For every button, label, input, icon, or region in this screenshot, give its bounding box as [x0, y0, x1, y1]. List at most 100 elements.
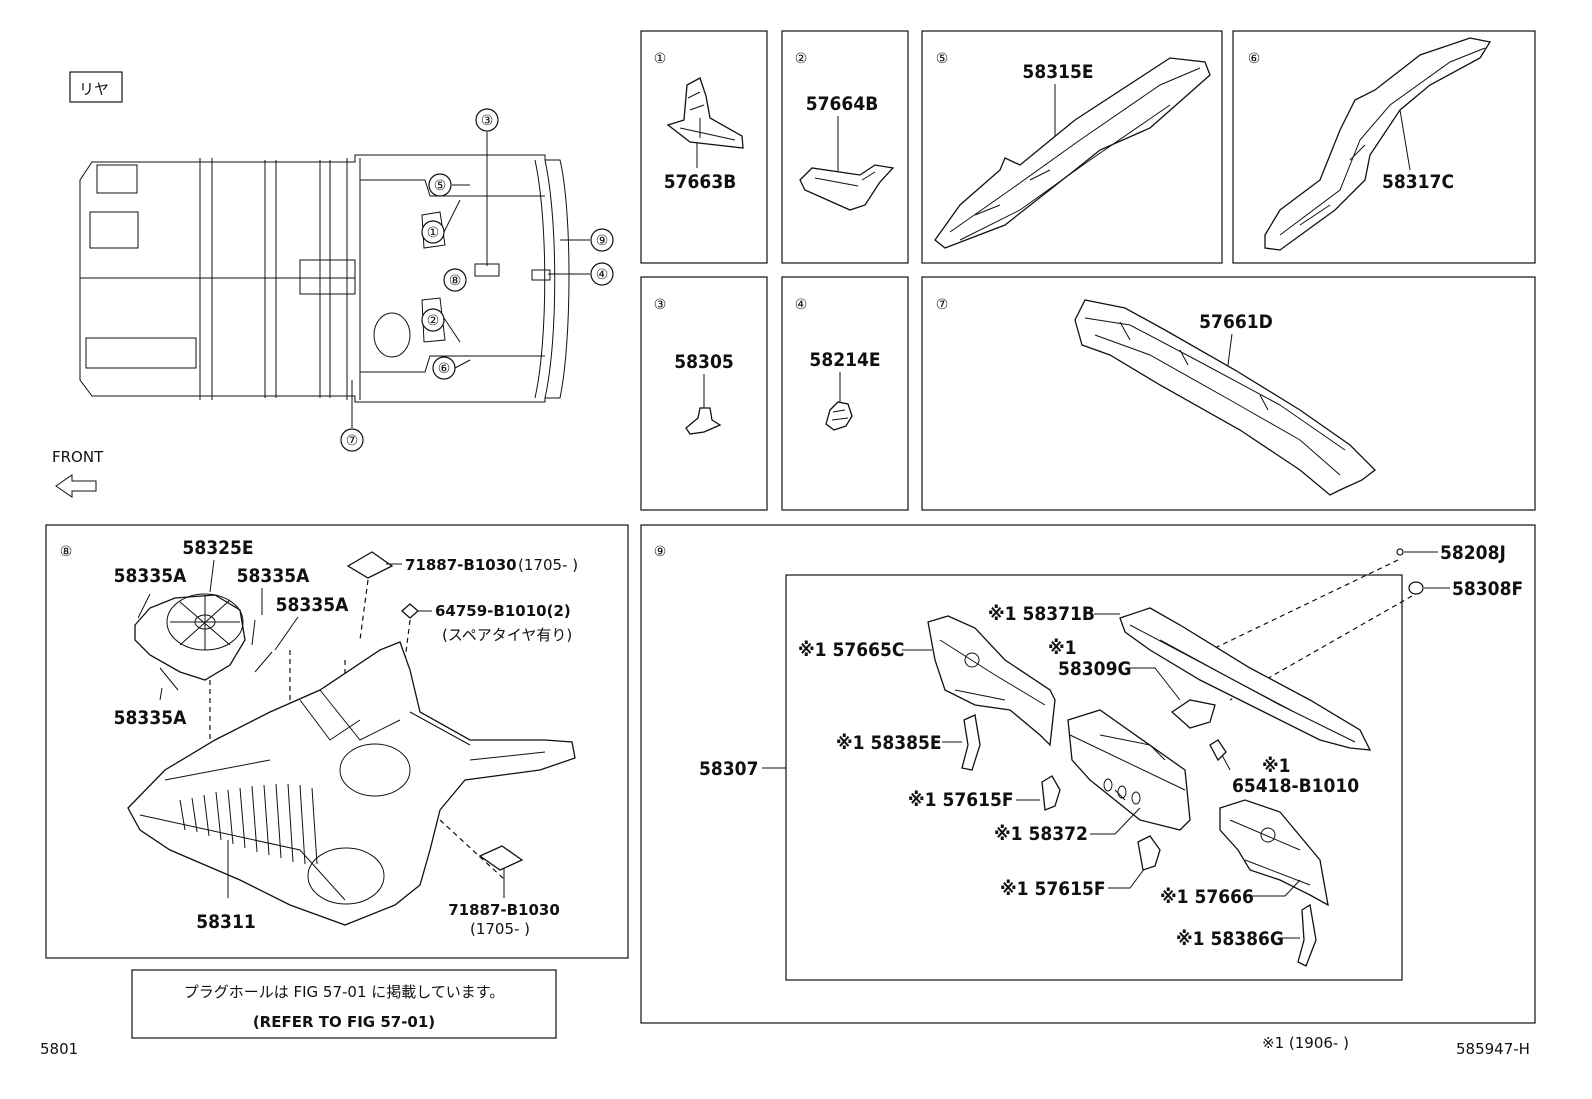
panel-8-marker: ⑧ [60, 544, 73, 560]
underbody-crossmember-3 [319, 160, 331, 398]
underbody-outline [79, 154, 570, 403]
part-58371B-detail [1129, 624, 1356, 743]
panel-9-marker: ⑨ [654, 544, 667, 560]
bolt-4-leader [159, 687, 163, 701]
panel-9: ⑨ 58208J 58308F ※1 58371B ※1 57665C ※1 5… [640, 524, 1536, 1024]
part-58317C-shape [1264, 37, 1492, 251]
part-58208J-label: 58208J [1440, 542, 1506, 564]
floor-center-plate [299, 259, 356, 295]
part-58372-label: ※1 58372 [994, 823, 1088, 845]
part-64759-note: (スペアタイヤ有り) [442, 626, 572, 644]
overview-callout-9: ⑨ [590, 228, 614, 252]
part-58208J-icon [1396, 548, 1404, 556]
floor-recess-1 [96, 164, 138, 194]
part-71887-bot-note: (1705- ) [470, 920, 530, 938]
part-57615F-label-2: ※1 57615F [1000, 878, 1106, 900]
panel-8: ⑧ 58325E 58335A 58335A 58335A 58335A 718… [45, 524, 629, 959]
part-58372-hole-3 [1131, 791, 1141, 805]
part-58311-center-well [339, 743, 411, 797]
svg-text:⑧: ⑧ [449, 273, 462, 289]
part-65418-label: 65418-B1010 [1232, 775, 1359, 797]
overview-callout-1: ① [421, 220, 445, 244]
bolt-2-icon [251, 619, 256, 646]
svg-text:②: ② [427, 313, 440, 329]
part-58317C-detail [1279, 47, 1486, 236]
part-58308F-label: 58308F [1452, 578, 1523, 600]
part-58386G-shape [1297, 903, 1317, 967]
panel-3: ③ 58305 [640, 276, 768, 511]
reference-note-en: (REFER TO FIG 57-01) [253, 1013, 435, 1031]
overview-callout-6: ⑥ [432, 356, 456, 380]
svg-text:①: ① [427, 225, 440, 241]
part-58386G-label: ※1 58386G [1176, 928, 1284, 950]
part-58325E-shape [134, 594, 246, 681]
underbody-crossmember-1 [199, 158, 213, 400]
part-57665C-shape [927, 615, 1056, 747]
panel-7: ⑦ 57661D [921, 276, 1536, 511]
part-57663B-detail [679, 91, 736, 141]
rear-label: リヤ [79, 80, 109, 98]
part-58371B-shape [1119, 607, 1372, 751]
part-64759-shape [401, 603, 419, 619]
panel-5: ⑤ 58315E [921, 30, 1223, 264]
part-58325E-spokes [170, 595, 240, 650]
part-58311-spare-well [307, 847, 385, 905]
part-57666-label: ※1 57666 [1160, 886, 1254, 908]
panel-1: ① 57663B [640, 30, 768, 264]
floor-recess-2 [89, 211, 139, 249]
part-58315E-detail [949, 67, 1201, 241]
part-71887-top-note: (1705- ) [518, 556, 578, 574]
part-58315E-shape [934, 57, 1211, 249]
part-58305-shape [685, 407, 722, 435]
part-58311-label: 58311 [196, 911, 255, 933]
part-58371B-label: ※1 58371B [988, 603, 1095, 625]
rear-crossmember [346, 158, 361, 400]
part-57663B-shape [666, 77, 744, 149]
part-58372-hole-2 [1117, 785, 1127, 799]
overview-callout-8: ⑧ [443, 268, 467, 292]
bolt-4-icon [159, 667, 179, 691]
part-57666-hole [1260, 827, 1276, 843]
overview-callout-2: ② [421, 308, 445, 332]
part-57615F-label-1: ※1 57615F [908, 789, 1014, 811]
panel-3-marker: ③ [654, 297, 667, 313]
callout-leader-2 [443, 317, 461, 343]
part-58317C-label: 58317C [1382, 171, 1454, 193]
overview-callout-4: ④ [590, 262, 614, 286]
part-58317C-leader [1399, 109, 1411, 171]
part-57664B-label: 57664B [806, 93, 879, 115]
panel-7-marker: ⑦ [936, 297, 949, 313]
part-58325E-leader [209, 559, 215, 593]
part-57661D-detail [1084, 317, 1346, 476]
svg-text:⑦: ⑦ [346, 433, 359, 449]
svg-text:⑤: ⑤ [434, 178, 447, 194]
part-58214E-detail [831, 409, 849, 421]
svg-text:③: ③ [481, 113, 494, 129]
part-65418-shape [1209, 739, 1227, 762]
part-58385E-label: ※1 58385E [836, 732, 942, 754]
floor-recess-3 [85, 337, 197, 369]
rear-side-member-upper [360, 179, 545, 197]
part-57665C-label: ※1 57665C [798, 639, 904, 661]
panel-5-marker: ⑤ [936, 51, 949, 67]
overview-callout-5: ⑤ [428, 173, 452, 197]
diagram-id: 585947-H [1456, 1040, 1530, 1058]
part-58307-label: 58307 [699, 758, 758, 780]
callout-leader-6 [454, 359, 471, 369]
rear-label-box [69, 71, 123, 103]
part-71887-top-label: 71887-B1030 [405, 556, 517, 574]
part-57615F-shape-2 [1137, 835, 1161, 871]
spare-tire-well [373, 312, 411, 358]
part-71887-bot-label: 71887-B1030 [448, 901, 560, 919]
overview-callout-7: ⑦ [340, 428, 364, 452]
part-71887-top-shape [346, 551, 394, 579]
rear-side-member-lower [360, 355, 545, 373]
part-64759-label: 64759-B1010(2) [435, 602, 571, 620]
part-58372-hole-1 [1103, 778, 1113, 792]
part-58335A-label-2: 58335A [237, 565, 310, 587]
part-58311-shape [127, 641, 576, 926]
part-57665C-hole [964, 652, 980, 668]
part-58308F-icon [1408, 581, 1424, 595]
part-57664B-detail [814, 171, 876, 187]
panel-1-marker: ① [654, 51, 667, 67]
